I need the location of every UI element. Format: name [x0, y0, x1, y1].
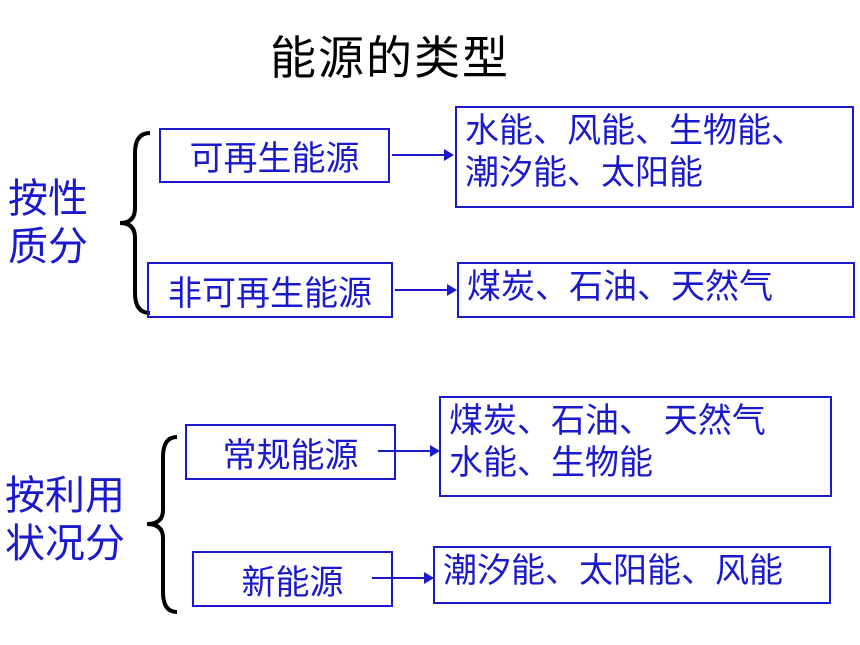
- examples-line: 水能、风能、生物能、: [465, 111, 805, 151]
- category-label: 非可再生能源: [168, 273, 372, 314]
- group-label-by-usage: 按利用 状况分: [5, 472, 125, 568]
- examples-line: 潮汐能、太阳能、风能: [443, 551, 783, 591]
- examples-line: 煤炭、石油、天然气: [467, 267, 773, 307]
- examples-box-new: 潮汐能、太阳能、风能: [433, 546, 831, 604]
- left-brace-icon: [119, 131, 151, 315]
- arrow-right-icon: [392, 149, 454, 161]
- examples-box-renewable: 水能、风能、生物能、 潮汐能、太阳能: [455, 106, 854, 208]
- examples-line: 水能、生物能: [449, 443, 653, 483]
- left-brace-icon: [146, 435, 178, 614]
- arrow-right-icon: [378, 445, 440, 457]
- page-title: 能源的类型: [270, 31, 510, 85]
- category-box-nonrenewable: 非可再生能源: [147, 262, 393, 318]
- group-label-line: 按性: [8, 176, 88, 222]
- examples-line: 煤炭、石油、 天然气: [449, 401, 766, 441]
- group-label-line: 质分: [8, 224, 88, 270]
- examples-box-nonrenewable: 煤炭、石油、天然气: [457, 262, 855, 318]
- arrow-right-icon: [395, 284, 457, 296]
- examples-line: 潮汐能、太阳能: [465, 153, 703, 193]
- category-box-conventional: 常规能源: [185, 424, 396, 480]
- category-label: 常规能源: [222, 435, 359, 476]
- category-box-renewable: 可再生能源: [159, 128, 390, 183]
- category-label: 新能源: [241, 562, 344, 603]
- examples-box-conventional: 煤炭、石油、 天然气 水能、生物能: [439, 396, 832, 497]
- arrow-right-icon: [372, 572, 434, 584]
- group-label-line: 状况分: [5, 521, 125, 567]
- category-box-new: 新能源: [192, 551, 393, 607]
- group-label-by-nature: 按性 质分: [8, 175, 88, 271]
- group-label-line: 按利用: [5, 473, 125, 519]
- category-label: 可再生能源: [189, 139, 360, 179]
